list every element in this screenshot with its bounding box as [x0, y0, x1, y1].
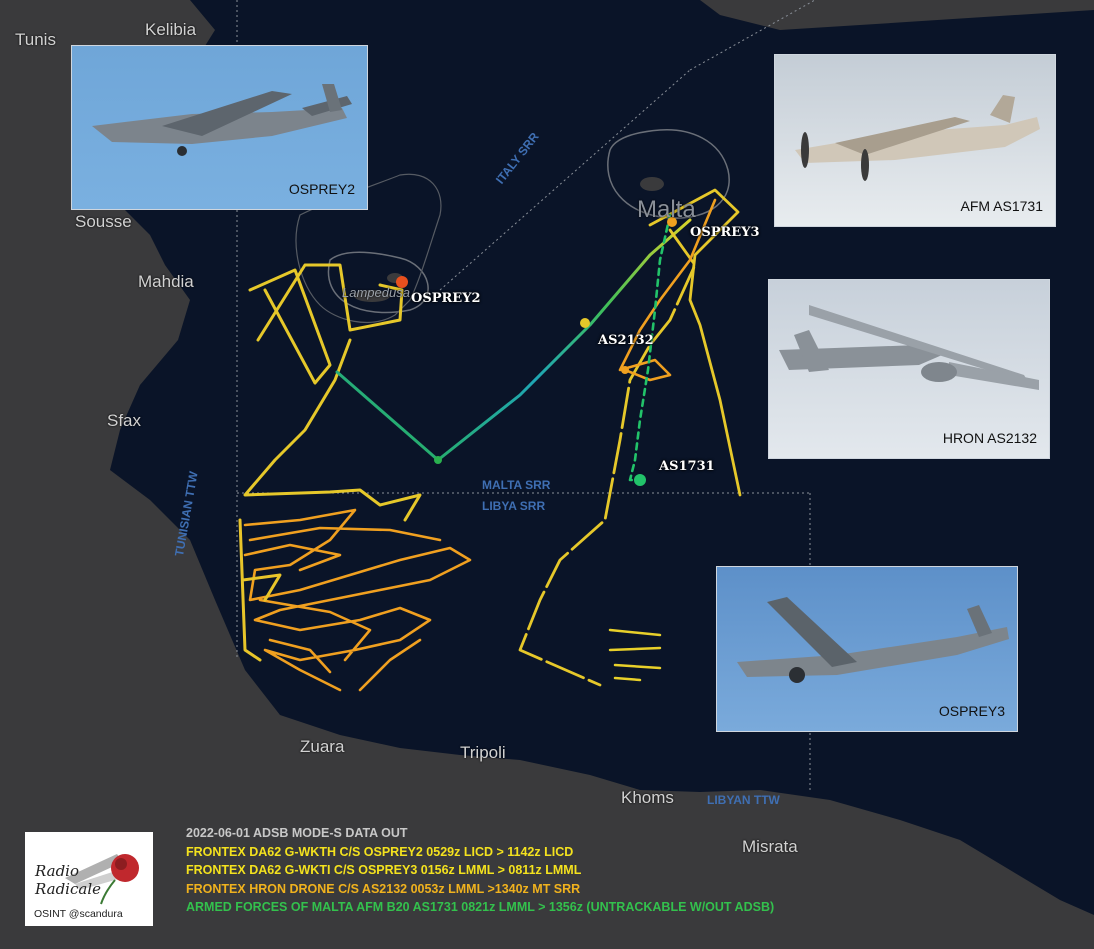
place-label-tripoli: Tripoli	[460, 743, 506, 762]
track-osprey3	[648, 188, 742, 497]
callsign-label-as1731: AS1731	[659, 459, 715, 474]
track-osprey2	[243, 263, 422, 522]
legend-item-as2132: FRONTEX HRON DRONE C/S AS2132 0053z LMML…	[186, 881, 581, 896]
photo-caption-osprey2: OSPREY2	[288, 181, 355, 197]
legend: 2022-06-01 ADSB MODE-S DATA OUT FRONTEX …	[186, 824, 774, 917]
land-lampedusa	[354, 290, 390, 302]
track-as1731	[628, 213, 672, 482]
as2132-icon	[580, 318, 590, 328]
place-label-lampedusa: Lampedusa	[342, 285, 410, 300]
logo-graphic	[65, 854, 139, 905]
aircraft-as1731-image	[795, 95, 1040, 181]
track-cluster	[243, 508, 472, 692]
zone-label-libya-srr: LIBYA SRR	[482, 499, 546, 513]
legend-header: 2022-06-01 ADSB MODE-S DATA OUT	[186, 826, 408, 840]
photo-as1731: AFM AS1731	[774, 54, 1056, 227]
place-label-sfax: Sfax	[107, 411, 142, 430]
callsign-label-as2132: AS2132	[598, 333, 654, 348]
zone-label-malta-srr: MALTA SRR	[482, 478, 551, 492]
lampedusa-waters	[327, 251, 429, 314]
aircraft-markers	[396, 217, 677, 486]
logo-credit: OSINT @scandura	[34, 908, 123, 920]
photo-caption-as2132: HRON AS2132	[942, 430, 1037, 446]
malta-waters	[607, 129, 730, 219]
place-label-misrata: Misrata	[742, 837, 798, 856]
photo-osprey2: OSPREY2	[71, 45, 368, 210]
tracks	[238, 188, 742, 692]
legend-item-as1731: ARMED FORCES OF MALTA AFM B20 AS1731 082…	[186, 900, 775, 915]
track-osprey3-b	[518, 228, 697, 687]
osprey2-icon	[396, 276, 408, 288]
place-label-kelibia: Kelibia	[145, 20, 197, 39]
place-label-khoms: Khoms	[621, 788, 674, 807]
place-label-tunis: Tunis	[15, 30, 56, 49]
place-label-mahdia: Mahdia	[138, 272, 194, 291]
legend-item-osprey3: FRONTEX DA62 G-WKTI C/S OSPREY3 0156z LM…	[186, 863, 582, 878]
radio-radicale-logo: Radio Radicale OSINT @scandura	[25, 832, 153, 926]
as1731-icon	[634, 474, 646, 486]
osprey3-icon	[667, 217, 677, 227]
land-sicily	[700, 0, 1094, 30]
legend-item-osprey2: FRONTEX DA62 G-WKTH C/S OSPREY2 0529z LI…	[186, 844, 574, 859]
land-malta	[640, 177, 664, 191]
aircraft-osprey2-image	[92, 84, 352, 156]
logo-text-radicale: Radicale	[35, 880, 101, 898]
place-label-zuara: Zuara	[300, 737, 345, 756]
tunisian-contour	[295, 173, 442, 323]
place-label-sousse: Sousse	[75, 212, 132, 231]
callsign-label-osprey3: OSPREY3	[690, 225, 760, 240]
zone-label-libyan-ttw: LIBYAN TTW	[707, 793, 780, 807]
photo-caption-as1731: AFM AS1731	[960, 198, 1044, 214]
track-cluster-yellow	[238, 518, 282, 662]
aircraft-as2132-image	[779, 305, 1039, 390]
track-osprey3-gradient	[335, 218, 692, 462]
track-as2132	[618, 198, 717, 382]
logo-text-radio: Radio	[35, 862, 80, 880]
photo-osprey3: OSPREY3	[716, 566, 1018, 732]
place-label-malta: Malta	[637, 196, 696, 223]
photo-caption-osprey3: OSPREY3	[938, 703, 1005, 719]
aircraft-osprey3-image	[737, 597, 1009, 683]
callsign-label-osprey2: OSPREY2	[411, 291, 481, 306]
photo-as2132: HRON AS2132	[768, 279, 1050, 459]
